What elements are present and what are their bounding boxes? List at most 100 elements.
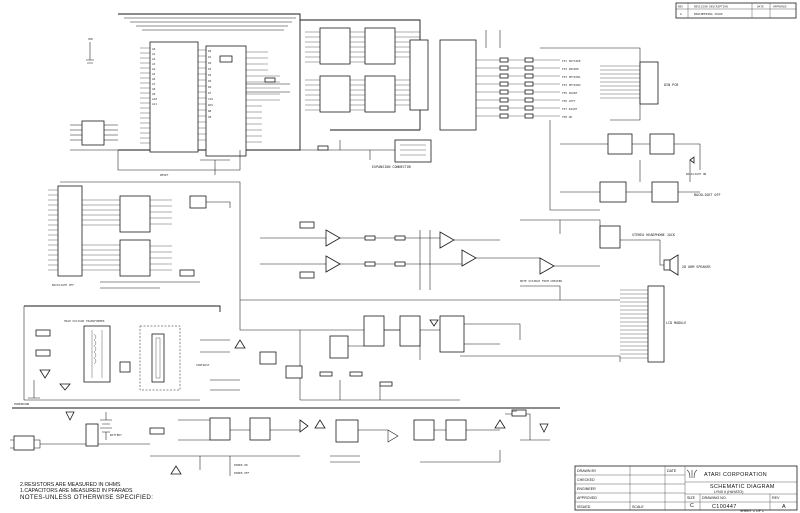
tb-issued-label: ISSUED [577,505,591,509]
chip-counter-1 [119,195,151,233]
note-resistors: 2.RESISTORS ARE MEASURED IN OHMS [20,482,121,488]
chip-mikey [149,41,199,153]
inverter-section: HIGH VOLTAGE TRANSFORMER [23,305,230,401]
speaker-icon [663,259,671,271]
expansion-connector [394,139,432,163]
revision-block: REV REVISION DESCRIPTION DATE APPROVED A… [675,2,797,19]
svg-text:A6: A6 [152,77,156,81]
tb-rev-value: A [782,504,786,510]
svg-text:D7: D7 [208,91,212,95]
backlight-section: BACKLIGHT OFF BACKLIGHT ON [549,120,721,211]
rev-header-date: DATE [757,5,764,9]
rev-row-rev: A [680,12,682,16]
svg-text:A9: A9 [152,92,156,96]
svg-text:TP3 OPTION1: TP3 OPTION1 [562,75,581,79]
lcd-bias-section: CONTRAST [196,300,521,401]
svg-text:D5: D5 [208,79,212,83]
svg-text:A8: A8 [152,87,156,91]
svg-text:D1: D1 [208,55,212,59]
svg-text:TP2 INSIDE: TP2 INSIDE [562,67,579,71]
note-capacitors: 1.CAPACITORS ARE MEASURED IN PFARADS [20,488,133,494]
chip-ram-2 [364,27,396,65]
tb-rev-label: REV [772,496,780,500]
svg-text:RAS: RAS [208,103,213,107]
rev-header-approved: APPROVED [773,5,787,9]
svg-text:NOTE VISIBLE FROM SPEAKER: NOTE VISIBLE FROM SPEAKER [520,279,562,283]
tb-size-label: SIZE [687,496,696,500]
tb-drawing-no-label: DRAWING NO. [702,496,727,500]
svg-text:A5: A5 [152,72,156,76]
rev-row-description: ENGINEERING ISSUE [694,12,723,16]
rev-header-rev: REV [678,5,683,9]
svg-text:D6: D6 [208,85,212,89]
svg-text:A10: A10 [152,97,157,101]
title-block: DRAWN BY DATE CHECKED ENGINEER APPROVED … [574,465,798,513]
svg-text:A2: A2 [152,57,156,61]
svg-text:A7: A7 [152,82,156,86]
power-section: POWERDOWN BATTERY POWER ON POWER OFF VDD [10,402,560,476]
vdd-label: VDD [512,409,517,413]
svg-text:A1: A1 [152,52,156,56]
battery-label: BATTERY [110,433,122,437]
svg-text:RESET: RESET [160,173,169,177]
cart-connector-label: DIN PCB [664,83,678,87]
hv-transformer-label: HIGH VOLTAGE TRANSFORMER [64,319,105,323]
svg-text:TP5 PAUSE: TP5 PAUSE [562,91,577,95]
rev-header-description: REVISION DESCRIPTION [694,5,728,9]
backlight-on-label: BACKLIGHT ON [686,172,707,176]
svg-text:D3: D3 [208,67,212,71]
button-matrix: TP1 OUTSIDE TP2 INSIDE TP3 OPTION1 TP4 OPT… [439,30,678,131]
chip-suzy [205,45,247,157]
address-section: BACKLIGHT OFF [48,181,620,301]
lcd-connector [647,285,665,363]
svg-text:D4: D4 [208,73,212,77]
tb-title-line2: LYNX II (HAYATO) [714,490,743,494]
svg-text:WE: WE [208,109,212,113]
chip-addr-latch [57,185,83,277]
tb-drawn-by-label: DRAWN BY [577,469,597,473]
tb-drawing-no: C100447 [712,504,737,510]
tb-company: ATARI CORPORATION [704,472,767,478]
lcd-module-label: LCD MODULE [666,321,686,325]
headphone-jack [599,225,621,249]
svg-text:A0: A0 [152,47,156,51]
svg-text:TP1 OUTSIDE: TP1 OUTSIDE [562,59,581,63]
tb-approved-label: APPROVED [577,496,597,500]
svg-text:A11: A11 [152,102,157,106]
svg-text:BACKLIGHT OFF: BACKLIGHT OFF [52,283,74,287]
svg-text:TP4 OPTION2: TP4 OPTION2 [562,83,581,87]
atari-logo-icon [686,469,698,479]
tb-scale-label: SCALE [632,505,644,509]
ccfl-lamp-box [139,325,181,391]
chip-ram-1 [319,27,351,65]
speaker-label: 28 OHM SPEAKER [682,265,712,269]
notes-heading: NOTES-UNLESS OTHERWISE SPECIFIED: [20,494,153,501]
svg-text:TP7 RIGHT: TP7 RIGHT [562,107,577,111]
svg-text:OE: OE [208,115,212,119]
power-off-label: POWER OFF [234,471,249,475]
tb-size-value: C [690,503,694,509]
hv-transformer [83,325,111,383]
svg-text:VDD: VDD [88,37,93,41]
tb-title-line1: SCHEMATIC DIAGRAM [710,484,775,490]
power-on-label: POWER ON [234,463,248,467]
tb-date-label: DATE [667,469,677,473]
audio-section: STEREO HEADPHONE JACK 28 OHM SPEAKER NOT… [260,219,712,300]
svg-text:TP6 LEFT: TP6 LEFT [562,99,576,103]
svg-text:A4: A4 [152,67,156,71]
svg-text:TP8 UP: TP8 UP [562,115,572,119]
headphone-jack-label: STEREO HEADPHONE JACK [632,233,676,237]
chip-ram-3 [319,75,351,113]
cart-connector [639,61,659,105]
lcd-section: LCD MODULE [460,285,686,363]
memory-section: EXPANSION CONNECTOR [300,19,432,169]
svg-text:D0: D0 [208,49,212,53]
chip-button-latch [439,39,477,131]
powerdown-label: POWERDOWN [14,402,29,406]
chip-counter-2 [119,239,151,277]
svg-text:CONTRAST: CONTRAST [196,363,210,367]
expansion-connector-label: EXPANSION CONNECTOR [372,165,412,169]
chip-ram-4 [364,75,396,113]
svg-text:A3: A3 [152,62,156,66]
